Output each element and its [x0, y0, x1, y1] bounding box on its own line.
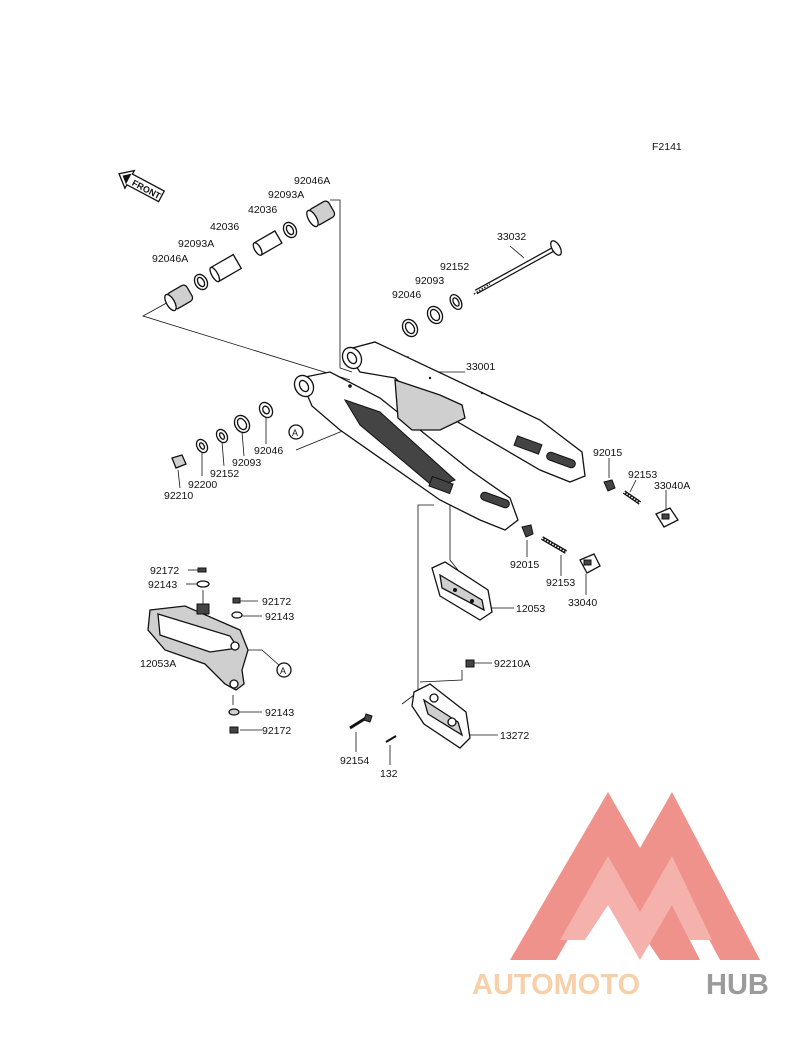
leader-lines [141, 199, 667, 765]
watermark-text-hub: HUB [706, 969, 769, 1001]
part-label-42036: 42036 [210, 221, 239, 233]
part-label-92210: 92210 [164, 490, 193, 502]
part-label-42036: 42036 [248, 204, 277, 216]
part-label-92152: 92152 [210, 468, 239, 480]
front-arrow-icon: FRONT [118, 169, 166, 203]
pivot-shaft [473, 240, 562, 295]
chain-guide-lower [349, 659, 475, 749]
chain-slider [147, 567, 292, 734]
part-label-132: 132 [380, 768, 398, 780]
part-label-92143: 92143 [265, 707, 294, 719]
part-label-12053A: 12053A [140, 658, 176, 670]
part-label-92152: 92152 [440, 261, 469, 273]
chain-adjuster-left [521, 524, 601, 574]
ref-marker-label: A [280, 666, 286, 676]
part-label-33040A: 33040A [654, 480, 690, 492]
part-label-92143: 92143 [265, 611, 294, 623]
part-label-92172: 92172 [262, 725, 291, 737]
part-label-92046: 92046 [392, 289, 421, 301]
watermark-text-automoto: AUTOMOTO [472, 969, 640, 1001]
figure-code: F2141 [652, 141, 682, 153]
logo-triangle-icon [510, 792, 760, 960]
pivot-seals-right [401, 293, 463, 338]
part-labels: 92046A 92093A 42036 42036 92093A 92046A … [140, 175, 690, 780]
part-label-33001: 33001 [466, 361, 495, 373]
ref-marker-circle [288, 424, 304, 440]
part-label-92154: 92154 [340, 755, 369, 767]
part-label-92046: 92046 [254, 445, 283, 457]
chain-guide-upper [431, 561, 493, 621]
part-label-92153: 92153 [628, 469, 657, 481]
pivot-bushings-upper [164, 200, 336, 312]
watermark-logo: AUTOMOTO HUB [472, 792, 769, 1001]
chain-adjuster-right [603, 479, 679, 528]
part-label-92172: 92172 [262, 596, 291, 608]
part-label-92093A: 92093A [268, 189, 304, 201]
part-label-92210A: 92210A [494, 658, 530, 670]
part-label-92046A: 92046A [152, 253, 188, 265]
pivot-hardware-lower [171, 401, 274, 469]
ref-marker-label: A [292, 428, 298, 438]
part-label-92200: 92200 [188, 479, 217, 491]
part-label-92153: 92153 [546, 577, 575, 589]
part-label-92172: 92172 [150, 565, 179, 577]
part-label-92093: 92093 [415, 275, 444, 287]
part-label-13272: 13272 [500, 730, 529, 742]
part-label-92093: 92093 [232, 457, 261, 469]
part-label-92015: 92015 [510, 559, 539, 571]
swingarm [293, 341, 586, 531]
part-label-92015: 92015 [593, 447, 622, 459]
part-label-92046A: 92046A [294, 175, 330, 187]
part-label-33040: 33040 [568, 597, 597, 609]
part-label-33032: 33032 [497, 231, 526, 243]
part-label-12053: 12053 [516, 603, 545, 615]
part-label-92143: 92143 [148, 579, 177, 591]
part-label-92093A: 92093A [178, 238, 214, 250]
